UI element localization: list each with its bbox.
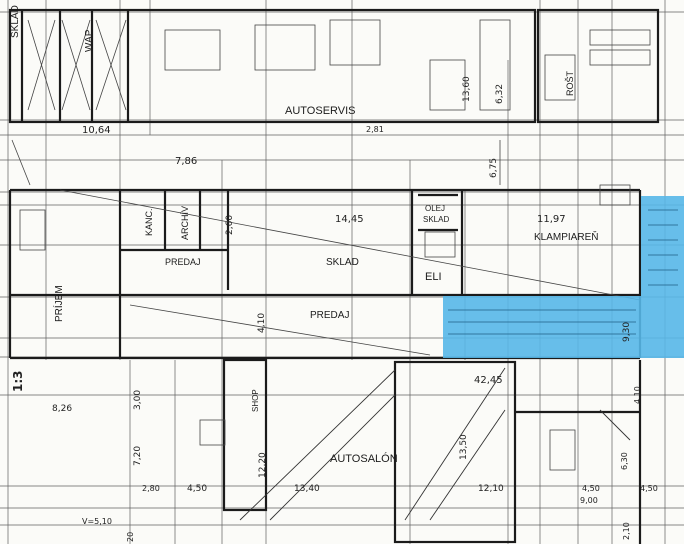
highlight-corridor	[443, 296, 641, 358]
dim-13-40: 13,40	[294, 484, 320, 494]
dim-4-10-right: 4,10	[633, 386, 642, 404]
walls	[8, 8, 660, 544]
dim-10-64: 10,64	[82, 125, 111, 136]
dim-12-10: 12,10	[478, 484, 504, 494]
label-eli: ELI	[425, 271, 442, 283]
label-predaj-center: PREDAJ	[310, 310, 349, 321]
dim-14-45: 14,45	[335, 214, 364, 225]
label-autosalon: AUTOSALÓN	[330, 452, 398, 465]
label-predaj-left: PREDAJ	[165, 257, 201, 267]
dim-13-60-top: 13,60	[462, 76, 472, 102]
dim-7-20: 7,20	[133, 446, 143, 466]
label-autoservis: AUTOSERVIS	[285, 105, 356, 117]
dim-7-86: 7,86	[175, 156, 197, 167]
highlight-east-stair	[641, 196, 684, 358]
salon-diagonals	[239, 367, 631, 521]
equipment-details	[11, 19, 651, 471]
label-olej-sklad-2: SKLAD	[423, 215, 449, 224]
label-sklad-mid: SKLAD	[326, 257, 359, 268]
dim-4-50-right-2: 4,50	[640, 484, 658, 493]
dim-2-10: 2,10	[622, 522, 631, 540]
dim-height-v: V=5,10	[82, 517, 112, 526]
label-wap: WAP	[84, 29, 95, 52]
label-kanc: KANC.	[144, 208, 154, 236]
label-shop: SHOP	[251, 389, 260, 412]
label-prijem: PRÍJEM	[52, 285, 65, 322]
dim-8-26: 8,26	[52, 404, 72, 414]
dim-13-50: 13,50	[459, 434, 469, 460]
highlight-detail-lines	[448, 209, 678, 335]
label-sklad-top: SKLAD	[10, 5, 21, 38]
dim-6-75: 6,75	[489, 158, 499, 178]
dim-4-50-left: 4,50	[187, 484, 207, 494]
dim-9-00: 9,00	[580, 496, 598, 505]
dim-12-20: 12,20	[258, 452, 268, 478]
label-olej-sklad-1: OLEJ	[425, 204, 445, 213]
dim-4-10: 4,10	[257, 313, 267, 333]
dim-42-45: 42,45	[474, 375, 503, 386]
dim-4-50-right-1: 4,50	[582, 484, 600, 493]
dim-2-60: 2,60	[225, 215, 235, 235]
dim-6-30: 6,30	[620, 452, 629, 470]
label-rost: ROŠT	[565, 70, 575, 96]
dim-scale-1-3: 1:3	[11, 371, 25, 393]
dim-11-97: 11,97	[537, 214, 566, 225]
dim-20: 20	[126, 532, 135, 542]
dim-3-00: 3,00	[133, 390, 143, 410]
label-klampiaren: KLAMPIAREŇ	[534, 230, 598, 243]
dim-2-81: 2,81	[366, 125, 384, 134]
dim-9-30: 9,30	[622, 322, 632, 342]
dim-6-32: 6,32	[495, 84, 505, 104]
label-archiv: ARCHÍV	[180, 206, 190, 240]
dim-2-80: 2,80	[142, 484, 160, 493]
